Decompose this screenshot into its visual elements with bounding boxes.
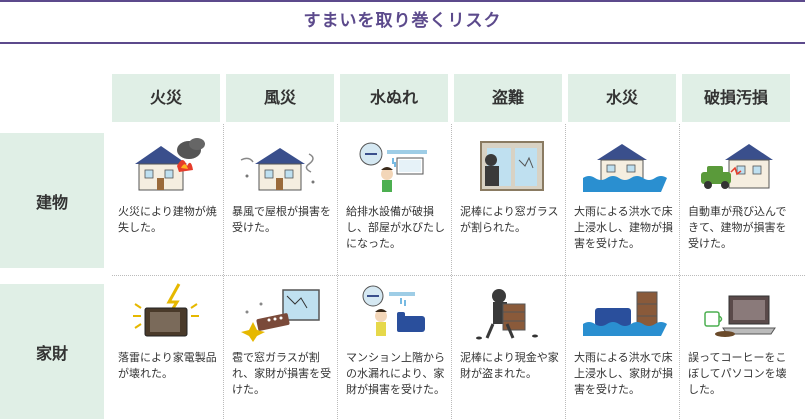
cell-household-theft: 泥棒により現金や家財が盗まれた。 — [454, 282, 562, 382]
cell-building-water-leak: 給排水設備が破損し、部屋が水びたしになった。 — [340, 136, 448, 252]
water-leak-icon — [359, 142, 427, 192]
cell-household-wind: 雹で窓ガラスが割れ、家財が損害を受けた。 — [226, 282, 334, 398]
cell-text: 雹で窓ガラスが割れ、家財が損害を受けた。 — [232, 351, 332, 396]
cell-text: 大雨による洪水で床上浸水し、建物が損害を受けた。 — [574, 205, 673, 250]
column-header-flood: 水災 — [568, 74, 676, 122]
cell-text: マンション上階からの水漏れにより、家財が損害を受けた。 — [346, 351, 445, 396]
row-header-household: 家財 — [0, 284, 104, 419]
column-header-water-leak: 水ぬれ — [340, 74, 448, 122]
burning-house-icon — [135, 138, 205, 191]
row-divider — [112, 275, 805, 276]
cell-text: 落雷により家電製品が壊れた。 — [118, 351, 217, 380]
row-header-building: 建物 — [0, 133, 104, 268]
column-divider — [337, 124, 338, 419]
car-crash-house-icon — [701, 144, 773, 189]
cell-text: 泥棒により現金や家財が盗まれた。 — [460, 351, 559, 380]
burglar-window-icon — [480, 141, 544, 191]
column-header-theft: 盗難 — [454, 74, 562, 122]
column-divider — [565, 124, 566, 419]
cell-household-damage: 誤ってコーヒーをこぼしてパソコンを壊した。 — [682, 282, 790, 398]
cell-household-flood: 大雨による洪水で床上浸水し、家財が損害を受けた。 — [568, 282, 676, 398]
hail-broken-window-icon — [241, 289, 320, 342]
lightning-tv-icon — [133, 283, 199, 337]
column-header-damage: 破損汚損 — [682, 74, 790, 122]
cell-text: 誤ってコーヒーをこぼしてパソコンを壊した。 — [688, 351, 787, 396]
cell-text: 火災により建物が焼失した。 — [118, 205, 217, 234]
cell-household-water-leak: マンション上階からの水漏れにより、家財が損害を受けた。 — [340, 282, 448, 398]
cell-building-theft: 泥棒により窓ガラスが割られた。 — [454, 136, 562, 236]
cell-building-fire: 火災により建物が焼失した。 — [112, 136, 220, 236]
cell-household-fire: 落雷により家電製品が壊れた。 — [112, 282, 220, 382]
cell-text: 暴風で屋根が損害を受けた。 — [232, 205, 331, 234]
page-title: すまいを取り巻くリスク — [303, 11, 502, 31]
windstorm-house-icon — [240, 148, 315, 191]
flooded-furniture-icon — [583, 291, 667, 336]
column-divider — [451, 124, 452, 419]
cell-building-wind: 暴風で屋根が損害を受けた。 — [226, 136, 334, 236]
flooded-house-icon — [583, 144, 667, 192]
cell-text: 給排水設備が破損し、部屋が水びたしになった。 — [346, 205, 445, 250]
ceiling-leak-sofa-icon — [362, 285, 425, 336]
column-header-wind: 風災 — [226, 74, 334, 122]
column-header-fire: 火災 — [112, 74, 220, 122]
cell-building-flood: 大雨による洪水で床上浸水し、建物が損害を受けた。 — [568, 136, 676, 252]
coffee-laptop-icon — [704, 295, 776, 337]
column-divider — [679, 124, 680, 419]
column-divider — [223, 124, 224, 419]
title-rule-top — [0, 0, 805, 2]
cell-text: 大雨による洪水で床上浸水し、家財が損害を受けた。 — [574, 351, 673, 396]
thief-carrying-icon — [476, 289, 538, 340]
cell-building-damage: 自動車が飛び込んできて、建物が損害を受けた。 — [682, 136, 790, 252]
title-rule-bottom — [0, 42, 805, 44]
cell-text: 自動車が飛び込んできて、建物が損害を受けた。 — [688, 205, 787, 250]
cell-text: 泥棒により窓ガラスが割られた。 — [460, 205, 559, 234]
